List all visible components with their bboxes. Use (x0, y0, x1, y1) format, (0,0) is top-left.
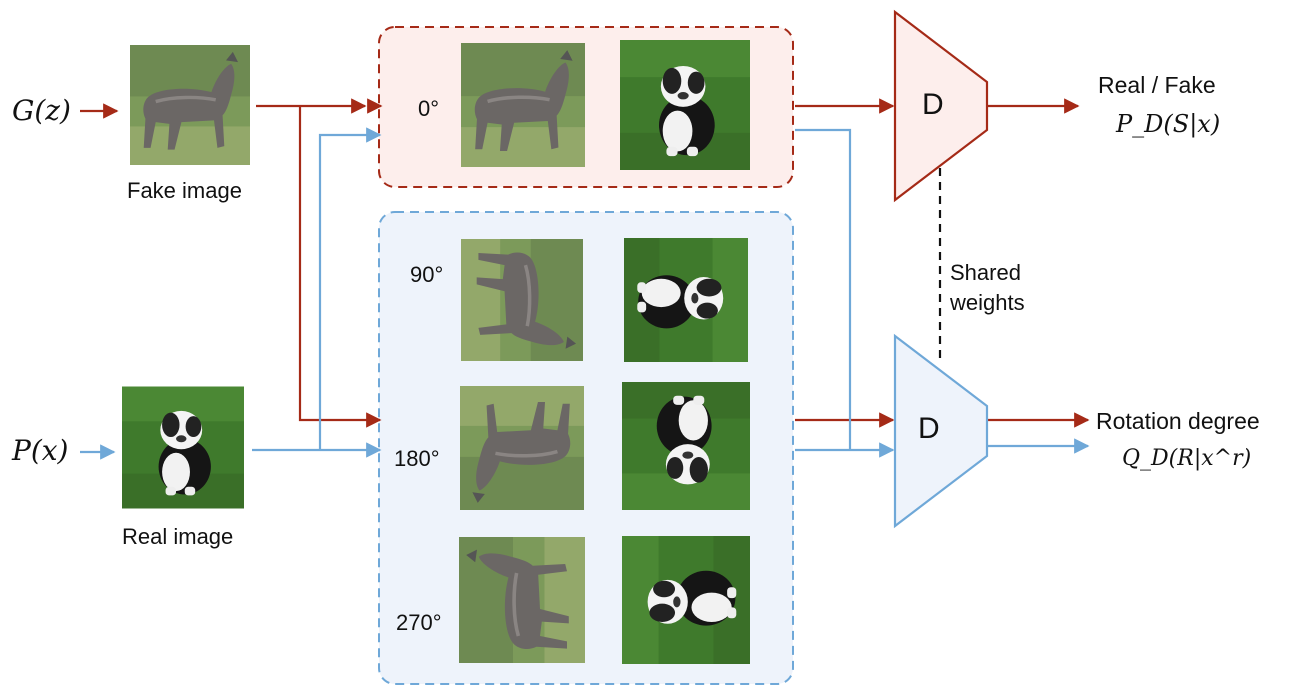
real-image-caption: Real image (122, 524, 234, 549)
discriminator-bottom (893, 333, 989, 529)
discriminator-top (893, 9, 989, 203)
fake-image-caption: Fake image (127, 178, 242, 203)
shared-weights-label: Shared weights (950, 260, 1025, 315)
fake-path-arrows (80, 98, 1090, 428)
rotation-180-label: 180° (394, 446, 440, 471)
discriminator-bottom-label: D (918, 412, 940, 445)
real-path-arrows (80, 127, 1090, 460)
fake-image-0 (461, 41, 585, 169)
fake-image-90 (461, 237, 583, 363)
rotation-probability: Q_D(R|x^r) (1122, 446, 1252, 471)
real-input-label: P(x) (12, 434, 69, 467)
real-image-180 (622, 382, 750, 510)
real-image-90 (624, 238, 748, 362)
discriminator-top-label: D (922, 88, 944, 121)
rotation-90-label: 90° (410, 262, 444, 287)
fake-input-label: G(z) (12, 94, 71, 127)
fake-image-180 (459, 386, 585, 510)
rotation-output-label: Rotation degree (1096, 408, 1260, 434)
rotation-270-label: 270° (396, 610, 442, 635)
real-image-270 (622, 536, 750, 664)
real-image-0 (620, 40, 750, 170)
fake-image-thumbnail (128, 45, 252, 165)
fake-image-270 (458, 537, 586, 663)
rotation-0-label: 0° (418, 96, 440, 121)
real-fake-probability: P_D(S|x) (1116, 110, 1221, 138)
real-image-thumbnail (122, 386, 244, 509)
real-fake-output-label: Real / Fake (1098, 72, 1216, 98)
